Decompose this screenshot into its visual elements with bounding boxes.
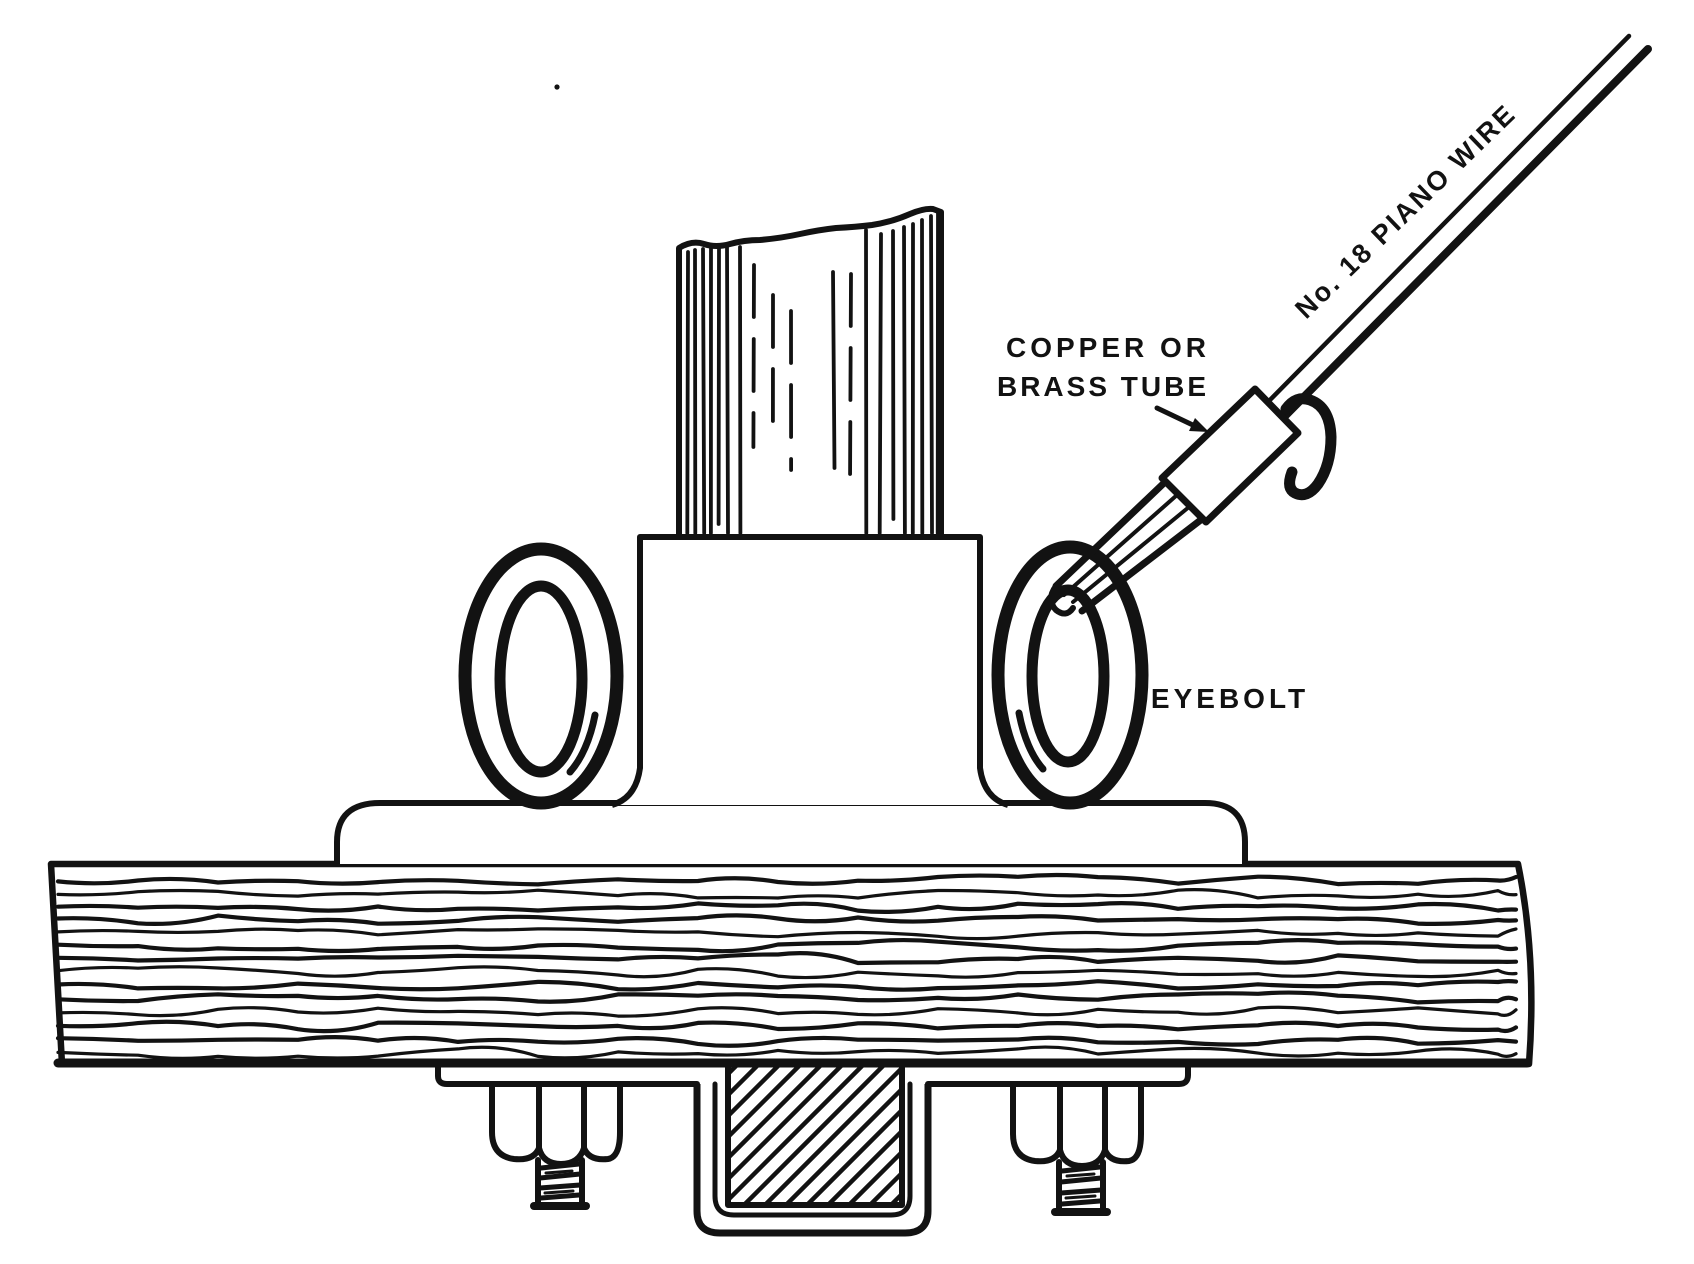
drawn-line	[846, 1151, 899, 1204]
drawn-line	[55, 1035, 1519, 1048]
drawn-line	[56, 888, 1518, 900]
drawn-line	[55, 901, 1519, 915]
drawn-line	[762, 1067, 899, 1204]
drawn-line	[731, 1062, 828, 1159]
drawn-line	[1064, 1194, 1097, 1200]
eyebolt-label: EYEBOLT	[1151, 683, 1309, 714]
drawn-line	[1058, 1175, 1104, 1185]
wire-hook	[1280, 393, 1337, 501]
drawn-line	[55, 990, 1519, 1005]
left-bolt-threads	[537, 1161, 583, 1201]
square-post	[725, 1062, 905, 1208]
copper-brass-tube	[1158, 385, 1302, 526]
left-eyebolt	[458, 542, 624, 810]
drawn-line	[731, 1062, 849, 1180]
mast	[676, 205, 944, 537]
base-board	[47, 860, 1535, 1068]
drawn-line	[1059, 1198, 1103, 1207]
drawn-line	[701, 247, 707, 535]
drawn-line	[543, 1189, 575, 1195]
drawn-line	[731, 1062, 765, 1096]
drawn-line	[55, 1019, 1519, 1034]
ink-speck	[554, 84, 560, 90]
guy-wire-assembly	[1048, 33, 1652, 617]
mounting-plate	[435, 1062, 1191, 1087]
drawn-line	[783, 1088, 899, 1204]
drawn-line	[56, 965, 1518, 980]
right-bolt-threads	[1058, 1164, 1104, 1207]
wire-end-curl	[1048, 583, 1076, 617]
drawn-line	[751, 263, 756, 449]
board-wood-grain	[55, 872, 1519, 1060]
drawn-line	[685, 250, 690, 535]
drawn-line	[731, 1062, 870, 1201]
right-eyebolt	[991, 540, 1149, 810]
drawn-line	[725, 244, 730, 535]
drawn-line	[741, 1062, 891, 1204]
drawn-line	[55, 937, 1519, 954]
drawn-line	[831, 270, 837, 470]
piano-wire	[1265, 33, 1652, 421]
drawn-line	[55, 979, 1519, 992]
tube-label-arrow	[1154, 405, 1209, 432]
drawn-line	[538, 1192, 582, 1201]
drawn-line	[537, 1171, 583, 1181]
drawn-line	[56, 927, 1518, 941]
flange-base	[334, 800, 1248, 864]
drawn-line	[731, 1062, 807, 1138]
drawn-line	[544, 1169, 574, 1175]
drawn-line	[1065, 1172, 1096, 1178]
drawn-line	[825, 1130, 899, 1204]
drawn-line	[804, 1109, 899, 1204]
drawn-line	[56, 1005, 1518, 1018]
post-hatching	[731, 1062, 899, 1204]
drawn-line	[929, 214, 934, 535]
tube-label-line2: BRASS TUBE	[997, 371, 1209, 402]
drawn-line	[848, 272, 853, 491]
tube-label-line1: COPPER OR	[1006, 332, 1210, 363]
drawn-line	[867, 1172, 899, 1204]
drawn-line	[1058, 1187, 1104, 1196]
wire-bundle	[1048, 479, 1206, 617]
socket-block	[611, 534, 1009, 808]
drawn-line	[55, 872, 1519, 887]
drawn-line	[877, 232, 883, 535]
left-bolt	[489, 1081, 623, 1210]
drawn-line	[56, 1045, 1518, 1060]
drawn-line	[731, 1062, 786, 1117]
mast-wood-grain	[685, 211, 940, 535]
drawn-line	[537, 1182, 583, 1191]
drawn-line	[1059, 1164, 1103, 1174]
drawn-line	[538, 1161, 582, 1171]
right-bolt	[1010, 1081, 1144, 1216]
drawn-line	[902, 225, 907, 535]
drawn-line	[55, 913, 1519, 926]
drawn-line	[55, 951, 1519, 966]
